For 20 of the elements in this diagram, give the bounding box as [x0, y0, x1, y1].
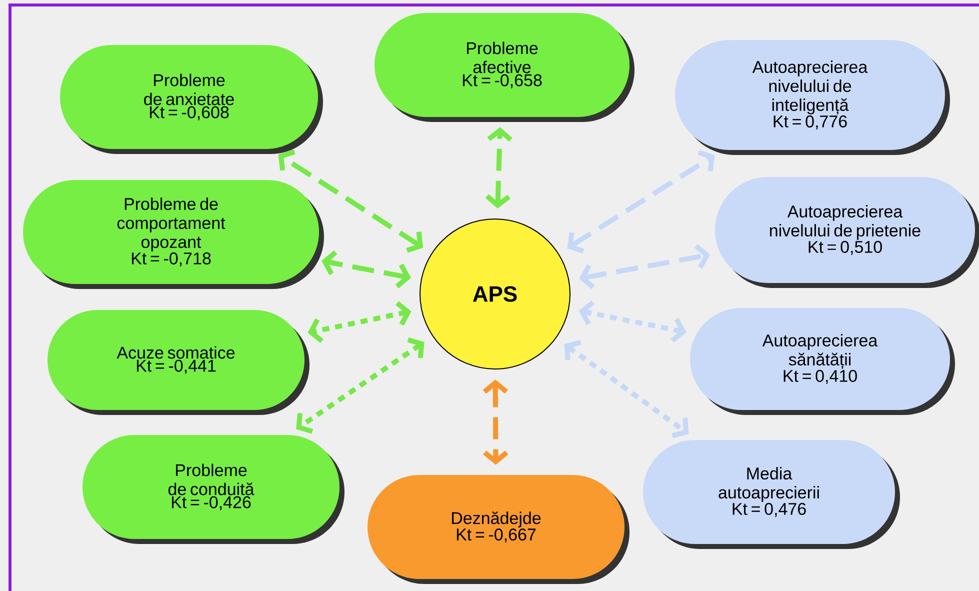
rounded-box: Autoaprecierea nivelului de prietenie Kt = 0,510	[715, 177, 979, 288]
arrow	[322, 250, 412, 288]
arrow	[296, 337, 424, 434]
rounded-box: Probleme afective Kt = -0,658	[374, 13, 634, 122]
rounded-box: Media autoaprecierii Kt = 0,476	[643, 440, 900, 549]
rounded-box: Probleme de anxietate Kt = -0,608	[60, 45, 323, 154]
arrow	[579, 244, 710, 290]
arrow	[485, 127, 512, 209]
rounded-box: Autoaprecierea nivelului de inteligență Kt = 0,776	[675, 40, 950, 155]
rounded-box: Acuze somatice Kt = -0,441	[48, 310, 310, 415]
arrow	[578, 300, 686, 343]
rounded-box: Autoaprecierea sănătății Kt = 0,410	[690, 308, 955, 415]
rounded-box: Probleme de comportament opozant Kt = -0,718	[23, 180, 324, 289]
rounded-box: Deznădejde Kt = -0,667	[368, 475, 630, 584]
arrow	[308, 301, 412, 343]
arrow	[567, 150, 715, 254]
rounded-box: Probleme de conduită Kt = -0,426	[82, 435, 344, 544]
arrow	[564, 340, 689, 438]
arrow	[278, 149, 424, 253]
arrow	[482, 379, 508, 465]
